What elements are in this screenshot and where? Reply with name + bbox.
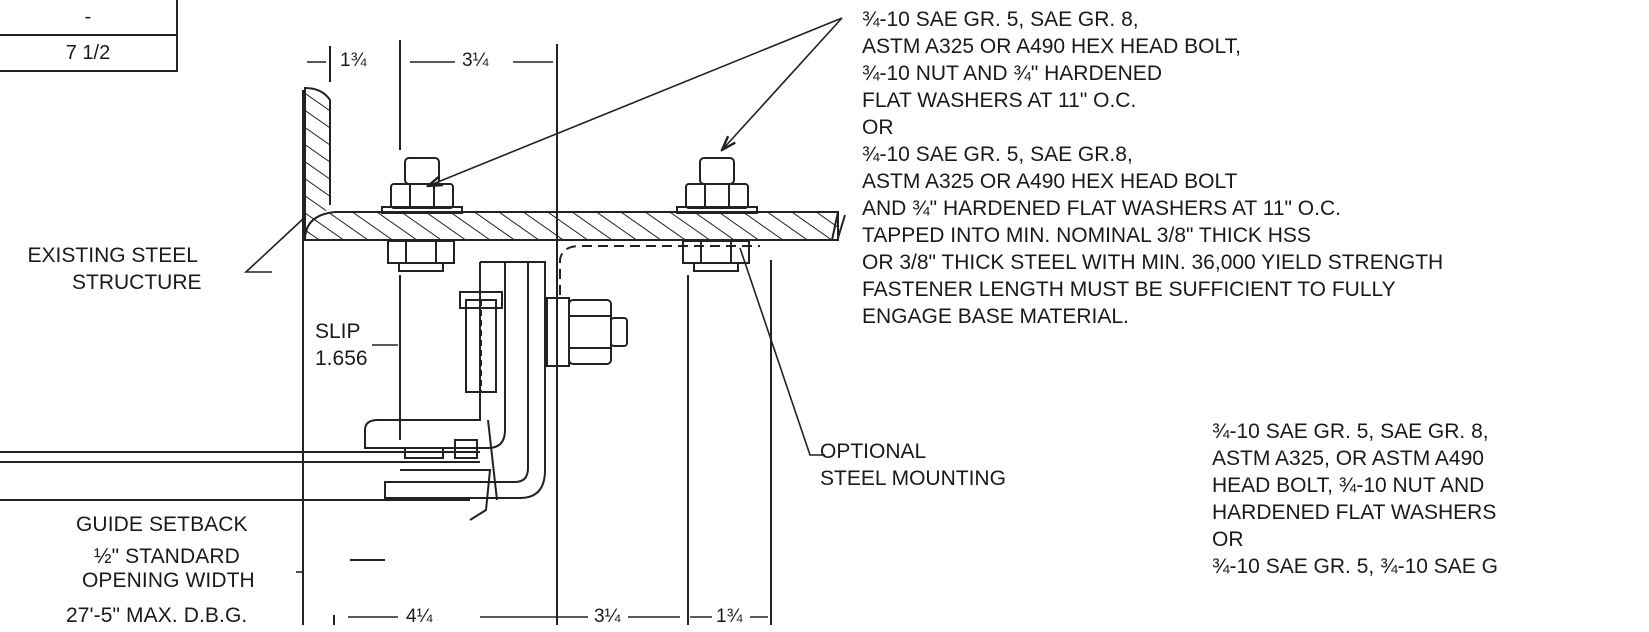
top-fastener-note: ¾-10 SAE GR. 5, SAE GR. 8, ASTM A325 OR …	[862, 8, 1444, 328]
opening-width-label: OPENING WIDTH	[82, 569, 255, 592]
max-dbg-label: 27'-5" MAX. D.B.G.	[66, 604, 248, 627]
schedule-table: - 7 1/2	[0, 0, 178, 72]
optional-mounting-label: OPTIONAL STEEL MOUNTING	[820, 440, 1006, 490]
dim-bottom-b: 3¼	[592, 606, 623, 628]
dim-bottom-a: 4¼	[404, 606, 435, 628]
structure-vertical-leg	[304, 86, 331, 240]
dim-top-right: 3¼	[460, 50, 491, 72]
bottom-fastener-note: ¾-10 SAE GR. 5, SAE GR. 8, ASTM A325, OR…	[1212, 420, 1498, 578]
dim-bottom-c: 1¾	[714, 606, 745, 628]
left-bolt-upper	[381, 157, 463, 214]
angle-bracket	[384, 261, 546, 499]
schedule-table-cell: -	[84, 6, 92, 28]
guide-channel	[364, 262, 506, 449]
left-bolt-lower	[387, 240, 455, 272]
existing-structure-label: EXISTING STEEL STRUCTURE	[27, 244, 202, 294]
right-bolt-upper	[676, 157, 758, 214]
right-bolt-lower	[682, 240, 750, 272]
slip-label: SLIP 1.656	[315, 320, 368, 370]
structure-plate	[303, 211, 839, 241]
half-standard-label: ½" STANDARD	[94, 545, 240, 568]
dim-top-left: 1¾	[338, 50, 369, 72]
optional-mounting-dashed	[559, 245, 760, 295]
guide-setback-label: GUIDE SETBACK	[76, 513, 248, 536]
schedule-table-cell: 7 1/2	[0, 34, 176, 70]
